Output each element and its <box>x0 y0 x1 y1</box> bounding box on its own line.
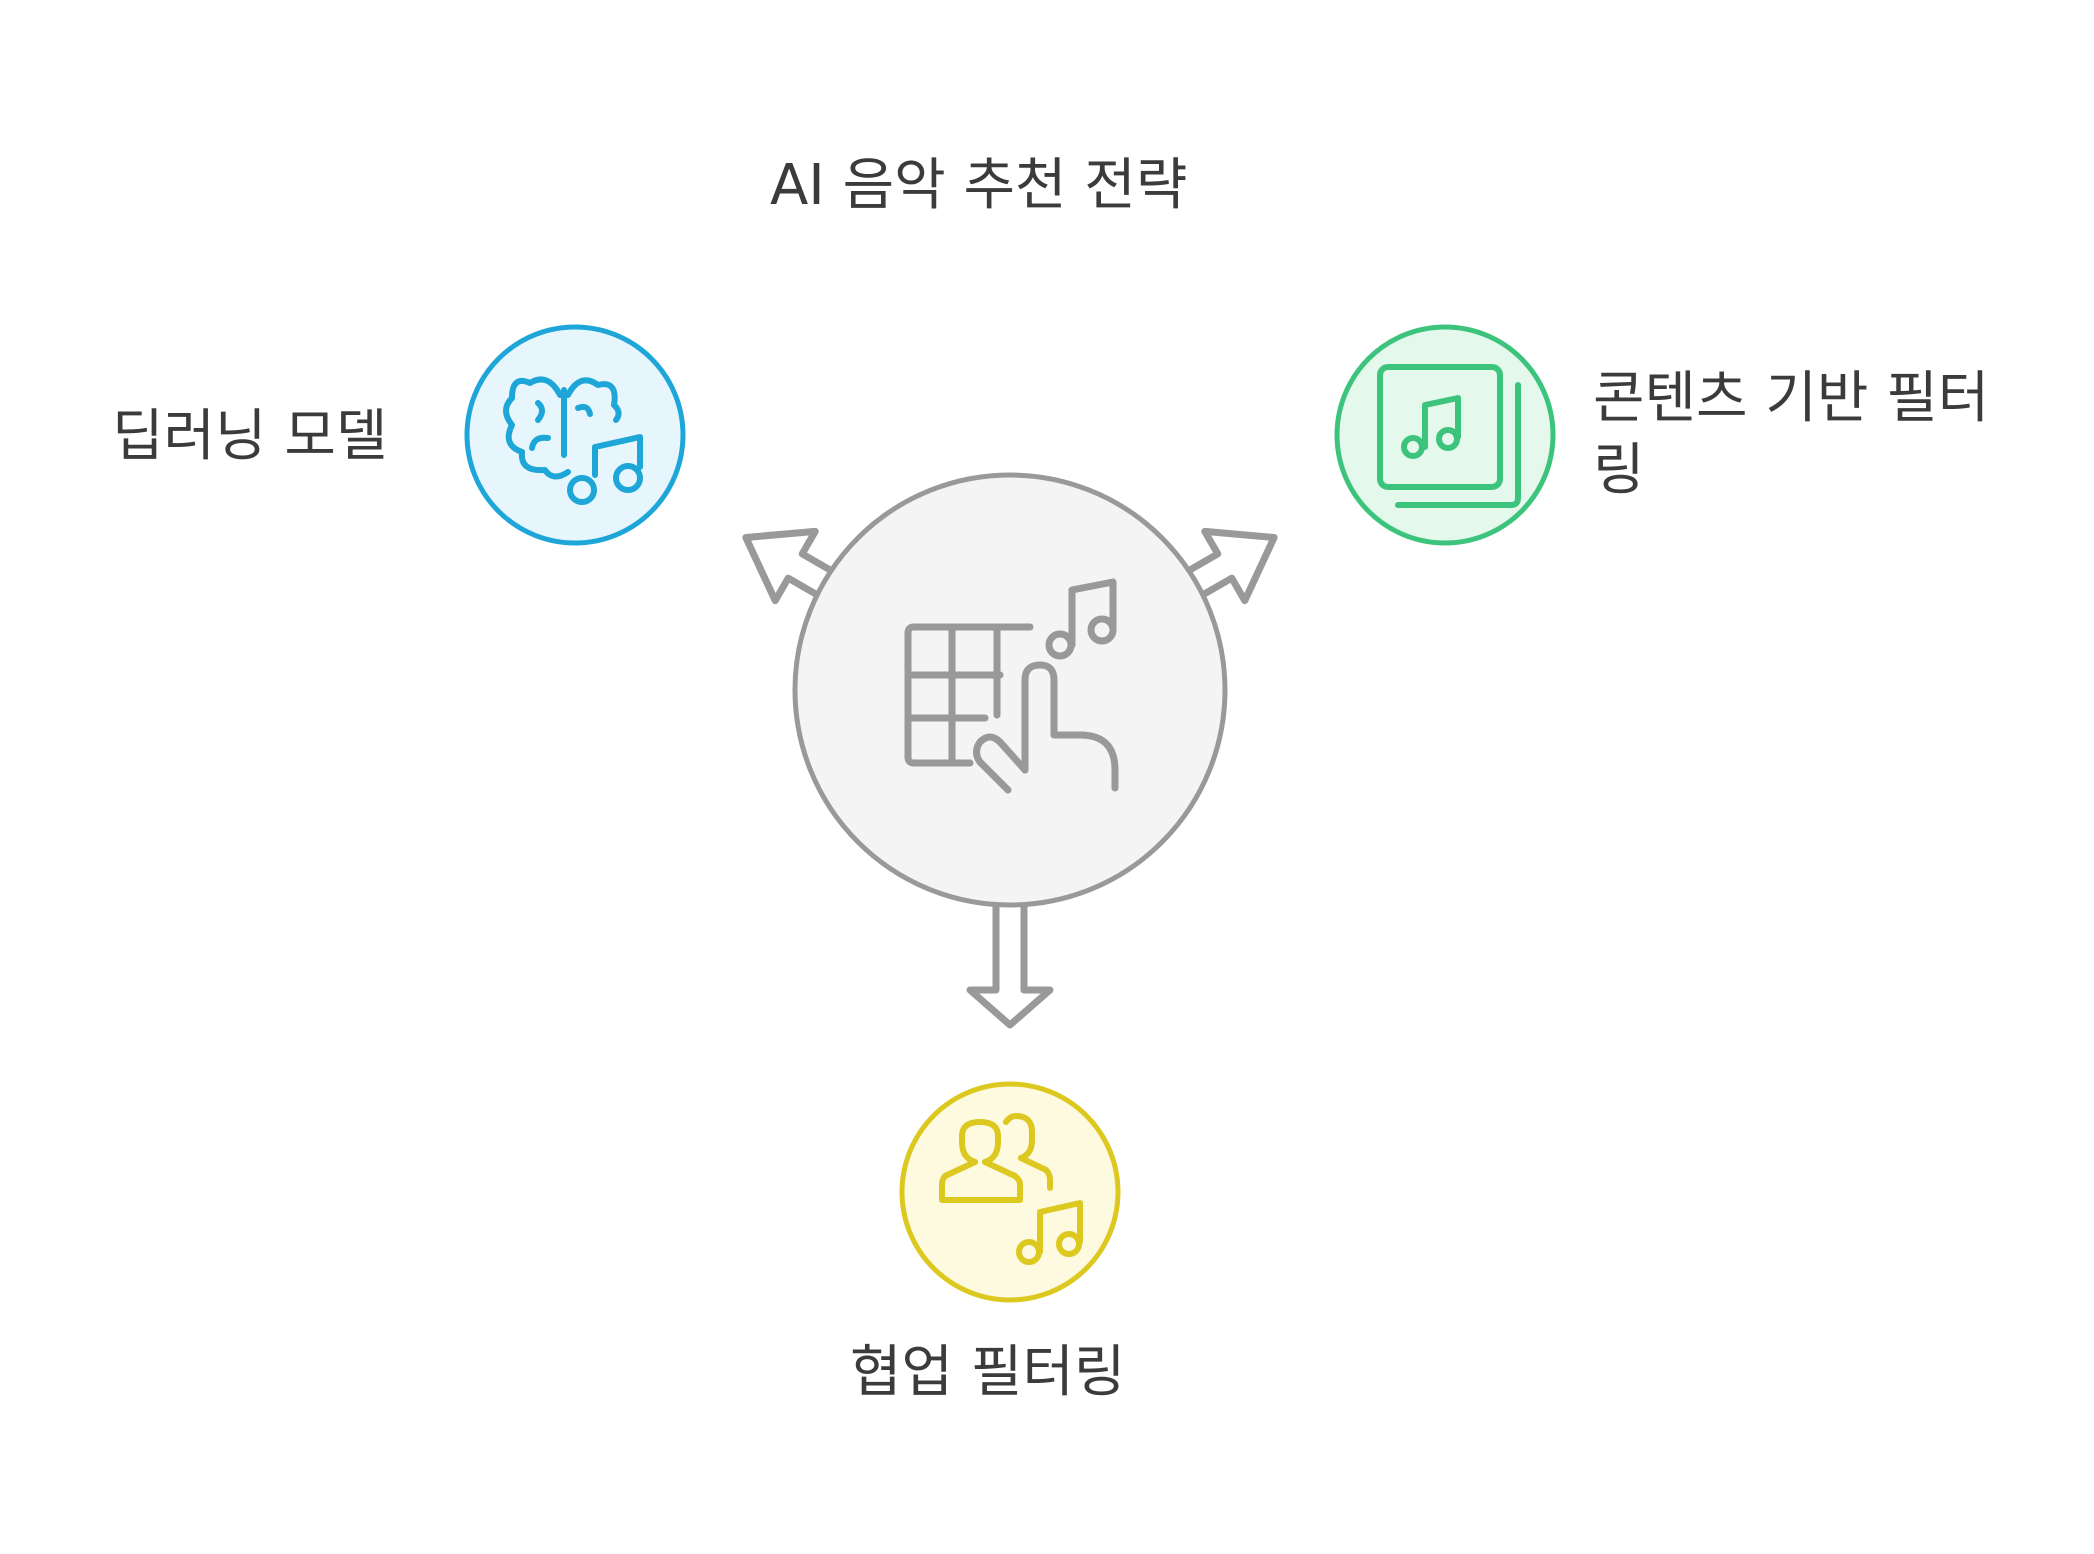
collaborative-filtering-node <box>899 1081 1121 1303</box>
deep-learning-label: 딥러닝 모델 <box>112 404 388 469</box>
content-filtering-label: 콘텐츠 기반 필터링 <box>1593 366 1990 503</box>
center-hub <box>792 472 1228 908</box>
music-album-icon <box>1377 364 1521 508</box>
diagram-title: AI 음악 추천 전략 <box>770 153 1188 218</box>
content-filtering-node <box>1334 324 1556 546</box>
deep-learning-circle <box>464 324 686 546</box>
deep-learning-node <box>464 324 686 546</box>
center-circle <box>792 472 1228 908</box>
grid-hand-music-icon <box>904 578 1119 794</box>
collaborative-filtering-circle <box>899 1081 1121 1303</box>
brain-music-icon <box>503 376 643 505</box>
collaborative-filtering-label: 협업 필터링 <box>850 1340 1126 1405</box>
users-music-icon <box>939 1113 1083 1265</box>
